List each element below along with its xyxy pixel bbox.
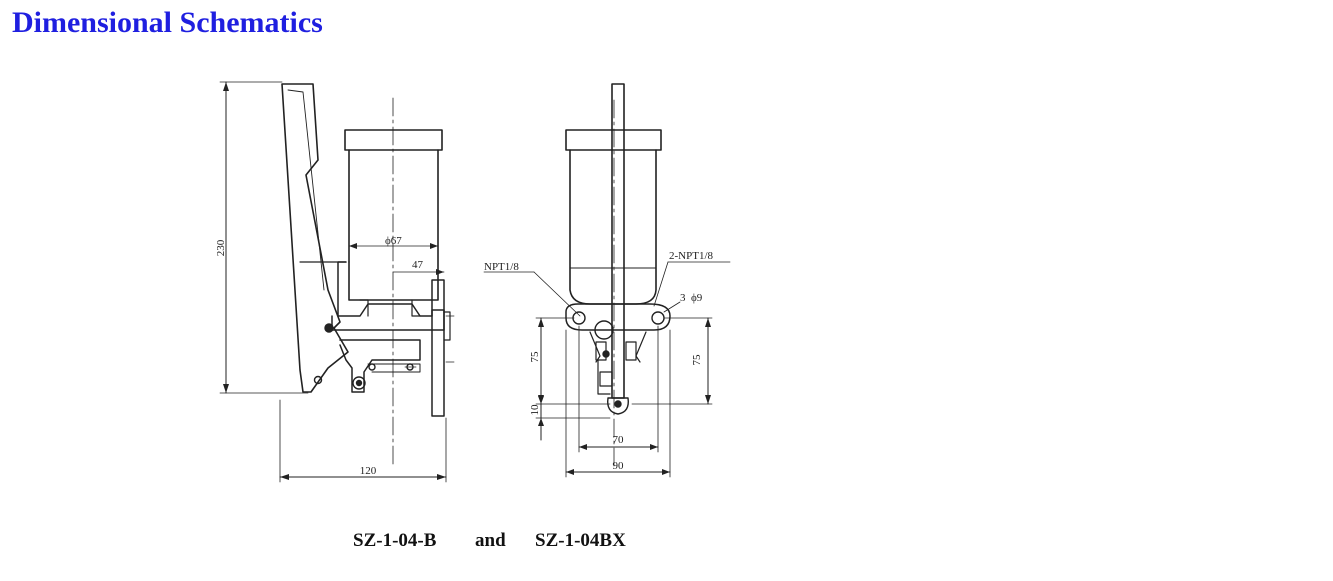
offset-dimension-label: 47 <box>412 259 424 271</box>
side-view <box>219 81 455 483</box>
schematic-caption: SZ-1-04-B and SZ-1-04BX <box>353 530 626 552</box>
model-a-label: SZ-1-04-B <box>353 530 437 551</box>
bottom-dimension-label: 10 <box>529 404 541 416</box>
right-height-dimension-label: 75 <box>691 354 703 366</box>
left-height-dimension-label: 75 <box>529 351 541 363</box>
model-b-label: SZ-1-04BX <box>535 530 626 551</box>
inner-width-dimension-label: 70 <box>613 434 625 446</box>
hole-label: 3 ϕ9 <box>680 292 703 304</box>
page-title: Dimensional Schematics <box>12 6 323 39</box>
port-left-label: NPT1/8 <box>484 261 519 273</box>
front-view <box>483 83 731 478</box>
port-right-label: 2-NPT1/8 <box>669 250 714 262</box>
diameter-dimension-label: ϕ67 <box>385 235 402 247</box>
outer-width-dimension-label: 90 <box>613 460 625 472</box>
width-dimension-label: 120 <box>360 465 377 477</box>
caption-conjunction: and <box>475 530 506 551</box>
height-dimension-label: 230 <box>215 239 227 256</box>
